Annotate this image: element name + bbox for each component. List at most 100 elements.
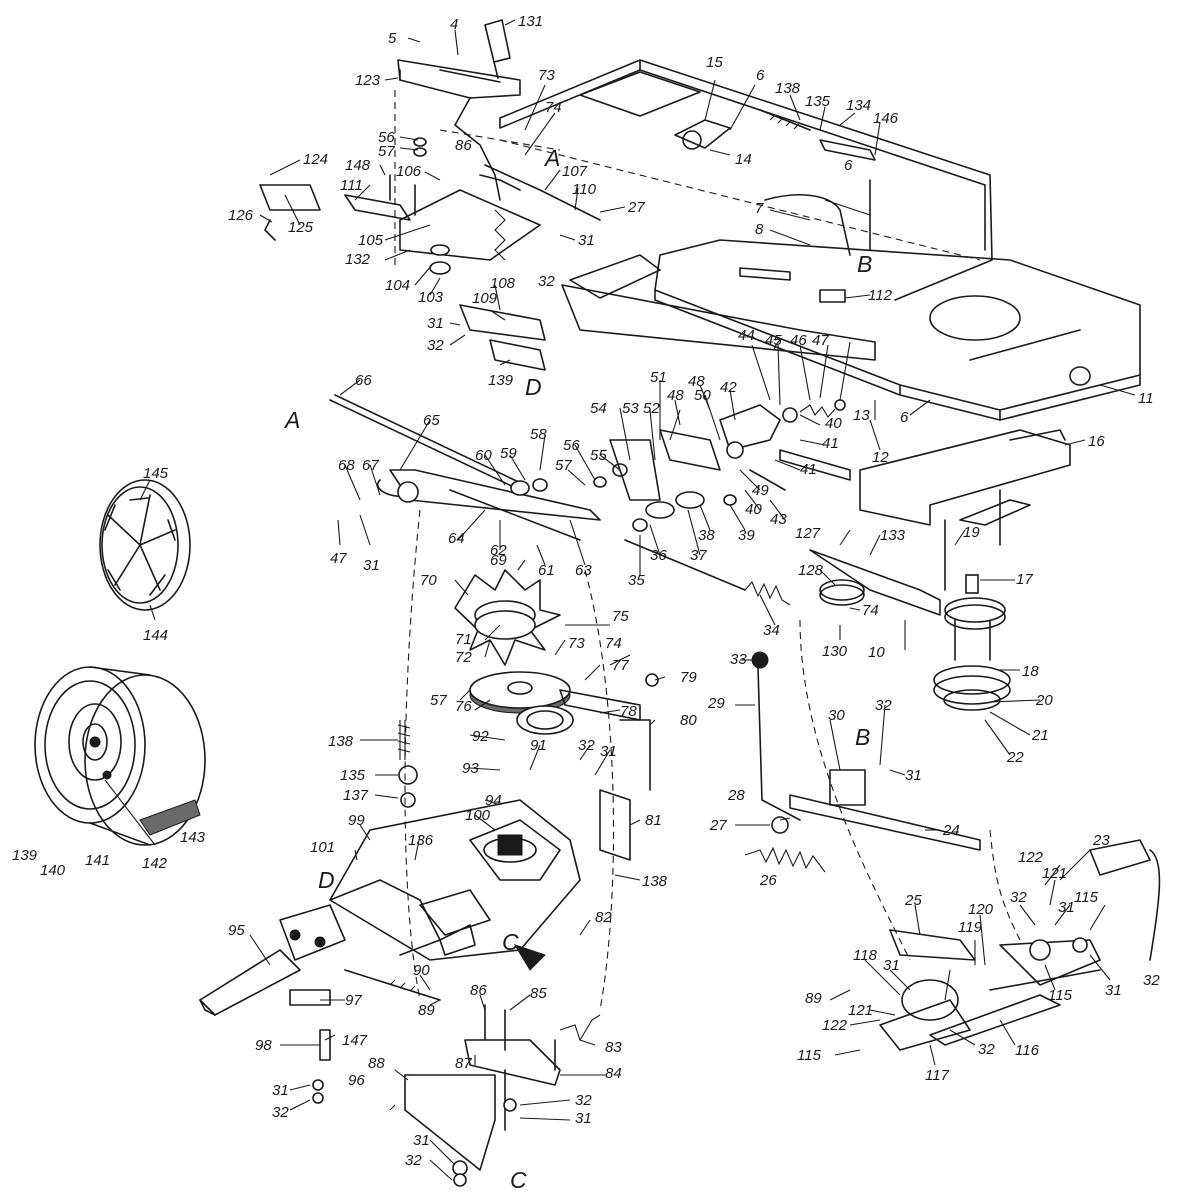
callout-41-a: 41 bbox=[822, 435, 839, 452]
callout-94: 94 bbox=[485, 792, 502, 809]
callout-48-mid: 48 bbox=[667, 387, 684, 404]
callout-36: 36 bbox=[650, 547, 667, 564]
callout-144: 144 bbox=[143, 627, 168, 644]
callout-6-top: 6 bbox=[756, 67, 765, 84]
callout-138-left: 138 bbox=[328, 733, 354, 750]
callout-90: 90 bbox=[413, 962, 430, 979]
leader-lines bbox=[104, 19, 1136, 1181]
callout-40-top: 40 bbox=[825, 415, 842, 432]
callout-74: 74 bbox=[545, 99, 562, 116]
ref-letter-b-top: B bbox=[857, 251, 872, 277]
callout-71: 71 bbox=[455, 631, 472, 648]
callout-83: 83 bbox=[605, 1039, 622, 1056]
callout-78: 78 bbox=[620, 703, 637, 720]
callout-135-top: 135 bbox=[805, 93, 831, 110]
callout-32-bottom: 32 bbox=[405, 1152, 422, 1169]
callout-121-low: 121 bbox=[848, 1002, 873, 1019]
callout-86-low: 86 bbox=[470, 982, 487, 999]
callout-56-mid: 56 bbox=[563, 437, 580, 454]
callout-143: 143 bbox=[180, 829, 206, 846]
callout-93: 93 bbox=[462, 760, 479, 777]
callout-138-top: 138 bbox=[775, 80, 801, 97]
pedal-linkage bbox=[744, 619, 1161, 1051]
callout-38: 38 bbox=[698, 527, 715, 544]
callout-16: 16 bbox=[1088, 433, 1105, 450]
callout-133: 133 bbox=[880, 527, 906, 544]
callout-138-right: 138 bbox=[642, 873, 668, 890]
callout-45: 45 bbox=[765, 332, 782, 349]
callout-79: 79 bbox=[680, 669, 697, 686]
callout-50: 50 bbox=[694, 387, 711, 404]
ref-letter-a-mid: A bbox=[283, 407, 300, 433]
callout-125: 125 bbox=[288, 219, 314, 236]
callout-30: 30 bbox=[828, 707, 845, 724]
callout-55: 55 bbox=[590, 447, 607, 464]
callout-32-pedal: 32 bbox=[1143, 972, 1160, 989]
callout-142: 142 bbox=[142, 855, 168, 872]
callout-64: 64 bbox=[448, 530, 465, 547]
callout-73-mid: 73 bbox=[568, 635, 585, 652]
callout-32-ped2: 32 bbox=[978, 1041, 995, 1058]
callout-137: 137 bbox=[343, 787, 369, 804]
callout-51: 51 bbox=[650, 369, 667, 386]
callout-5: 5 bbox=[388, 30, 397, 47]
callout-31-left: 31 bbox=[363, 557, 380, 574]
callout-46: 46 bbox=[790, 332, 807, 349]
callout-10: 10 bbox=[868, 644, 885, 661]
callout-108: 108 bbox=[490, 275, 516, 292]
callout-49: 49 bbox=[752, 482, 769, 499]
callout-31-right: 31 bbox=[905, 767, 922, 784]
callout-80: 80 bbox=[680, 712, 697, 729]
callout-127: 127 bbox=[795, 525, 821, 542]
callout-88: 88 bbox=[368, 1055, 385, 1072]
callout-145: 145 bbox=[143, 465, 169, 482]
callout-20: 20 bbox=[1035, 692, 1053, 709]
callout-116: 116 bbox=[1015, 1042, 1040, 1059]
callout-32-right: 32 bbox=[875, 697, 892, 714]
callout-74-right: 74 bbox=[862, 602, 879, 619]
callout-31-lowleft: 31 bbox=[272, 1082, 289, 1099]
callout-8: 8 bbox=[755, 221, 764, 238]
callout-60: 60 bbox=[475, 447, 492, 464]
callout-147: 147 bbox=[342, 1032, 368, 1049]
callout-14: 14 bbox=[735, 151, 752, 168]
callout-32-rlow: 32 bbox=[1010, 889, 1027, 906]
callout-103: 103 bbox=[418, 289, 444, 306]
callout-12: 12 bbox=[872, 449, 889, 466]
transaxle-drive bbox=[199, 509, 659, 1187]
callout-35: 35 bbox=[628, 572, 645, 589]
rear-wheel bbox=[34, 666, 206, 846]
callout-120: 120 bbox=[968, 901, 994, 918]
callout-112: 112 bbox=[868, 287, 893, 304]
callout-109: 109 bbox=[472, 290, 498, 307]
callout-82: 82 bbox=[595, 909, 612, 926]
callout-68: 68 bbox=[338, 457, 355, 474]
callout-77: 77 bbox=[612, 657, 629, 674]
frame-chassis bbox=[439, 59, 1141, 421]
callout-141: 141 bbox=[85, 852, 110, 869]
callout-44: 44 bbox=[738, 327, 755, 344]
callout-105: 105 bbox=[358, 232, 384, 249]
shift-lever-assembly bbox=[259, 19, 601, 371]
callout-6-right: 6 bbox=[900, 409, 909, 426]
callout-7-mid: 7 bbox=[772, 336, 781, 353]
callout-76: 76 bbox=[455, 698, 472, 715]
callout-136: 136 bbox=[408, 832, 434, 849]
callout-58: 58 bbox=[530, 426, 547, 443]
callout-67: 67 bbox=[362, 457, 379, 474]
callout-70: 70 bbox=[420, 572, 437, 589]
callout-59: 59 bbox=[500, 445, 517, 462]
callout-48-top: 48 bbox=[688, 373, 705, 390]
callout-57: 57 bbox=[378, 143, 395, 160]
callout-31-bottom: 31 bbox=[413, 1132, 430, 1149]
callout-117: 117 bbox=[925, 1067, 950, 1084]
callout-32-lowleft: 32 bbox=[272, 1104, 289, 1121]
callout-75: 75 bbox=[612, 608, 629, 625]
callout-57-mid: 57 bbox=[555, 457, 572, 474]
callout-63: 63 bbox=[575, 562, 592, 579]
callout-86: 86 bbox=[455, 137, 472, 154]
ref-letter-b-mid: B bbox=[855, 724, 870, 750]
callout-148: 148 bbox=[345, 157, 371, 174]
callout-42: 42 bbox=[720, 379, 737, 396]
